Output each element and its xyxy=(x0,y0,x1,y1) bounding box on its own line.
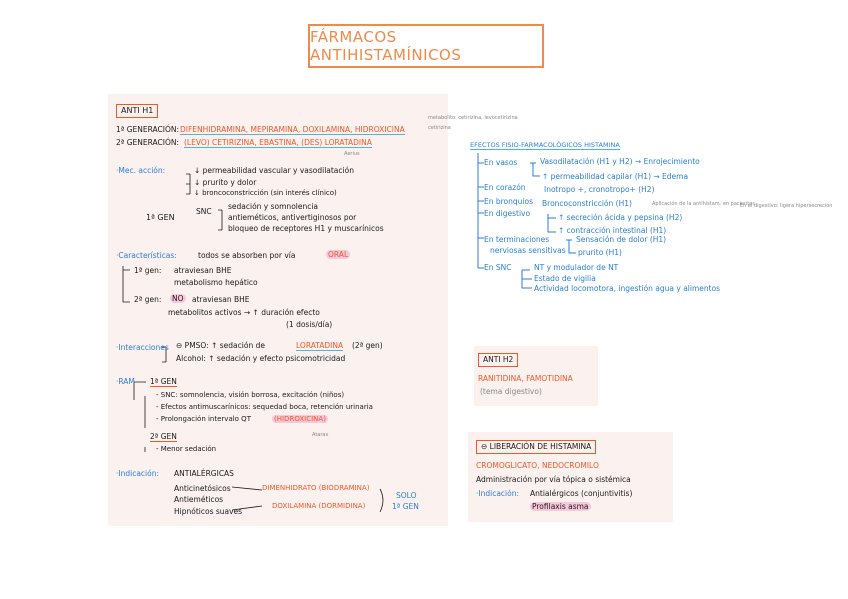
efectos-v1: Vasodilatación (H1 y H2) → Enrojecimient… xyxy=(540,157,700,166)
anti-h1-header: ANTI H1 xyxy=(116,104,159,118)
no-highlight: NO xyxy=(170,294,186,303)
gen1-note-2: cetirizina xyxy=(428,125,451,131)
ram-r3: - Prolongación intervalo QT xyxy=(156,415,251,423)
gen2-label: 2ª GENERACIÓN: xyxy=(116,138,179,147)
inter-alcohol: Alcohol: ↑ sedación y efecto psicomotric… xyxy=(176,354,346,363)
gen2-drug-list: (LEVO) CETIRIZINA, EBASTINA, (DES) LORAT… xyxy=(184,138,372,148)
mec-line-1: ↓ permeabilidad vascular y vasodilatació… xyxy=(194,166,354,175)
ram-r4: - Menor sedación xyxy=(156,445,217,453)
mec-snc-3: bloqueo de receptores H1 y muscarínicos xyxy=(228,224,384,233)
caract-label: ·Características: xyxy=(116,251,177,260)
liberacion-admin: Administración por vía tópica o sistémic… xyxy=(476,475,631,484)
ram-gen1-text: 1ª GEN xyxy=(150,377,177,387)
efectos-d1: ↑ secreción ácida y pepsina (H2) xyxy=(558,213,683,222)
mec-snc: SNC xyxy=(196,207,212,216)
efectos-d-note: En el digestivo: ligera hipersecreción xyxy=(740,203,833,209)
gen1-drug-list: DIFENHIDRAMINA, MEPIRAMINA, DOXILAMINA, … xyxy=(180,125,405,135)
ind-a3: Hipnóticos suaves xyxy=(174,507,243,516)
ram-r2: - Efectos antimuscarínicos: sequedad boc… xyxy=(156,403,373,411)
ram-r3-note: Atarax xyxy=(312,432,329,438)
efectos-digestivo: En digestivo xyxy=(484,209,531,218)
caract-g2b: metabolitos activos → ↑ duración efecto xyxy=(168,308,320,317)
efectos-n1: NT y modulador de NT xyxy=(534,263,619,272)
mec-gen1: 1ª GEN xyxy=(146,213,175,222)
efectos-snc: En SNC xyxy=(484,263,512,272)
caract-oral: ORAL xyxy=(326,250,351,259)
liberacion-header: ⊖ LIBERACIÓN DE HISTAMINA xyxy=(476,440,597,454)
ram-r1: - SNC: somnolencia, visión borrosa, exci… xyxy=(156,391,345,399)
efectos-n3: Actividad locomotora, ingestión agua y a… xyxy=(534,284,721,293)
caract-g1b: metabolismo hepático xyxy=(174,278,258,287)
ind-label: ·Indicación: xyxy=(116,469,159,478)
ram-gen2-text: 2ª GEN xyxy=(150,432,177,442)
caract-g1a: atraviesan BHE xyxy=(174,266,232,275)
efectos-bronquios: En bronquios xyxy=(484,197,533,206)
inter-loratadina: LORATADINA xyxy=(296,341,344,351)
efectos-d2: ↑ contracción intestinal (H1) xyxy=(558,226,667,235)
ind-solo: SOLO xyxy=(396,491,417,500)
gen1-note-1: metabolito: cetirizina, levocetirizina xyxy=(428,115,518,121)
caract-g2: 2ª gen: xyxy=(134,295,162,304)
efectos-t1: Sensación de dolor (H1) xyxy=(576,235,667,244)
liberacion-ind-1: Antialérgicos (conjuntivitis) xyxy=(530,489,633,498)
anti-h2-drugs: RANITIDINA, FAMOTIDINA xyxy=(478,374,573,383)
ram-gen1: 1ª GEN xyxy=(150,377,177,387)
efectos-b1-note: Aplicación de la antihistam. en paciente… xyxy=(652,201,755,207)
efectos-title-text: EFECTOS FISIO-FARMACOLÓGICOS HISTAMINA xyxy=(470,141,620,150)
efectos-title: EFECTOS FISIO-FARMACOLÓGICOS HISTAMINA xyxy=(470,141,620,150)
mec-snc-1: sedación y somnolencia xyxy=(228,202,319,211)
page-title: FÁRMACOS ANTIHISTAMÍNICOS xyxy=(308,24,544,68)
inter-label: ·Interacciones xyxy=(116,343,169,352)
ram-r3b: (HIDROXICINA) xyxy=(272,415,328,423)
ind-a1: Anticinetósicos xyxy=(174,484,231,493)
efectos-t2: prurito (H1) xyxy=(578,248,622,257)
ind-main: ANTIALÉRGICAS xyxy=(174,469,234,478)
caract-no: NO xyxy=(170,294,186,303)
efectos-n2: Estado de vigilia xyxy=(534,274,596,283)
caract-g2c: (1 dosis/día) xyxy=(286,320,333,329)
liberacion-ind-label: ·Indicación: xyxy=(476,489,519,498)
caract-text: todos se absorben por vía xyxy=(198,251,296,260)
liberacion-ind-2: Profilaxis asma xyxy=(530,502,591,511)
gen1-label: 1ª GENERACIÓN: xyxy=(116,125,179,134)
anti-h2-note: (tema digestivo) xyxy=(480,387,542,396)
gen1-drugs: DIFENHIDRAMINA, MEPIRAMINA, DOXILAMINA, … xyxy=(180,125,405,135)
anti-h2-panel xyxy=(474,346,598,406)
caract-g2a: atraviesan BHE xyxy=(192,295,250,304)
efectos-corazon: En corazón xyxy=(484,183,526,192)
ram-gen2: 2ª GEN xyxy=(150,432,177,442)
liberacion-drugs: CROMOGLICATO, NEDOCROMILO xyxy=(476,461,599,470)
ind-a1-drug: DIMENHIDRATO (BIODRAMINA) xyxy=(262,484,370,492)
mec-label: ·Mec. acción: xyxy=(116,166,166,175)
inter-pomelo-tail: (2ª gen) xyxy=(352,341,383,350)
mec-snc-2: antieméticos, antivertiginosos por xyxy=(228,213,357,222)
mec-line-2: ↓ prurito y dolor xyxy=(194,178,257,187)
hidroxicina-highlight: (HIDROXICINA) xyxy=(272,415,328,423)
efectos-term-2: nerviosas sensitivas xyxy=(490,246,566,255)
anti-h2-header: ANTI H2 xyxy=(478,353,519,367)
efectos-b1: Broncoconstricción (H1) xyxy=(542,199,632,208)
loratadina-text: LORATADINA xyxy=(296,341,344,351)
caract-g1: 1ª gen: xyxy=(134,266,162,275)
gen2-drugs: (LEVO) CETIRIZINA, EBASTINA, (DES) LORAT… xyxy=(184,138,372,148)
mec-line-3: ↓ broncoconstricción (sin interés clínic… xyxy=(194,189,337,197)
ind-gen: 1ª GEN xyxy=(392,502,419,511)
efectos-term-1: En terminaciones xyxy=(484,235,550,244)
efectos-vasos: En vasos xyxy=(484,158,518,167)
ind-a3-drug: DOXILAMINA (DORMIDINA) xyxy=(272,502,366,510)
gen2-note: Aerius xyxy=(344,151,360,157)
ind-a2: Antieméticos xyxy=(174,495,224,504)
efectos-v2: ↑ permeabilidad capilar (H1) → Edema xyxy=(542,172,689,181)
anti-h1-panel xyxy=(108,94,448,526)
inter-pomelo: ⊖ PMSO: ↑ sedación de xyxy=(176,341,265,350)
oral-highlight: ORAL xyxy=(326,250,351,259)
efectos-c1: Inotropo +, cronotropo+ (H2) xyxy=(544,185,655,194)
asma-highlight: Profilaxis asma xyxy=(530,502,591,511)
ram-label: ·RAM xyxy=(116,377,135,386)
